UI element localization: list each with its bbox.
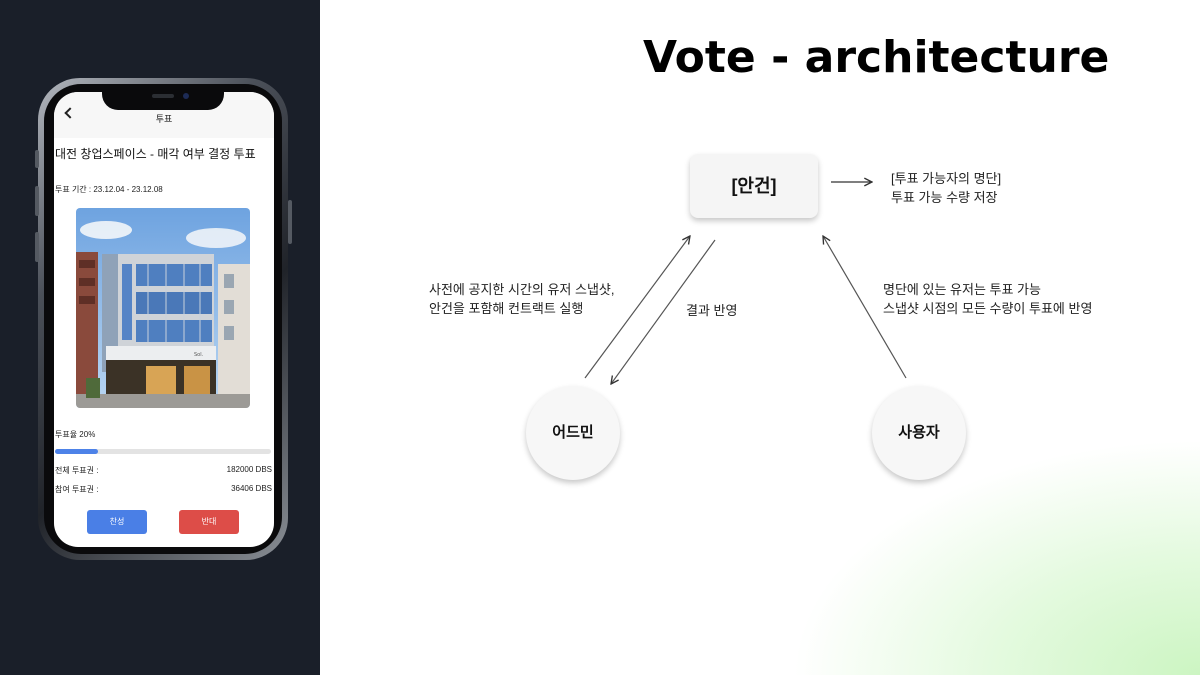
- admin-note: 사전에 공지한 시간의 유저 스냅샷, 안건을 포함해 컨트랙트 실행: [429, 280, 615, 318]
- admin-note-line-1: 사전에 공지한 시간의 유저 스냅샷,: [429, 282, 615, 297]
- header-title: 투표: [155, 115, 173, 125]
- admin-node: 어드민: [526, 386, 620, 480]
- admin-note-line-2: 안건을 포함해 컨트랙트 실행: [429, 301, 584, 316]
- participated-votes-value: 36406 DBS: [231, 484, 272, 493]
- building-illustration: Sol.: [76, 208, 250, 408]
- phone-camera: [183, 93, 189, 99]
- agenda-note-line-2: 투표 가능 수량 저장: [891, 190, 998, 205]
- approve-button[interactable]: 찬성: [87, 510, 147, 534]
- user-to-agenda-arrow: [823, 236, 907, 379]
- reject-button[interactable]: 반대: [179, 510, 239, 534]
- participated-votes-label: 참여 투표권 :: [55, 485, 99, 494]
- vote-rate-label: 투표율 20%: [55, 430, 96, 439]
- mute-switch: [35, 150, 39, 168]
- building-photo: Sol.: [76, 208, 250, 408]
- agenda-note-line-1: [투표 가능자의 명단]: [891, 171, 1002, 186]
- building-sign: Sol.: [194, 352, 204, 358]
- power-button: [288, 200, 292, 244]
- total-votes-label: 전체 투표권 :: [55, 466, 99, 475]
- phone-speaker: [152, 94, 174, 98]
- vote-progress-fill: [55, 449, 99, 454]
- volume-down-button: [35, 232, 39, 262]
- slide-title: Vote - architecture: [643, 32, 1110, 83]
- user-note-line-2: 스냅샷 시점의 모든 수량이 투표에 반영: [883, 301, 1093, 316]
- agenda-to-admin-arrow: [611, 239, 716, 384]
- user-note-line-1: 명단에 있는 유저는 투표 가능: [883, 282, 1041, 297]
- total-votes-value: 182000 DBS: [226, 465, 272, 474]
- agenda-node: [안건]: [690, 154, 818, 218]
- slide-background: [320, 0, 1200, 675]
- result-note: 결과 반영: [686, 303, 738, 318]
- vote-progress-bar: [55, 449, 271, 454]
- user-node: 사용자: [872, 386, 966, 480]
- user-note: 명단에 있는 유저는 투표 가능 스냅샷 시점의 모든 수량이 투표에 반영: [883, 280, 1092, 318]
- volume-up-button: [35, 186, 39, 216]
- vote-title: 대전 창업스페이스 - 매각 여부 결정 투표: [55, 147, 256, 161]
- admin-to-agenda-arrow: [584, 236, 690, 379]
- agenda-note: [투표 가능자의 명단] 투표 가능 수량 저장: [891, 169, 1001, 207]
- vote-period: 투표 기간 : 23.12.04 - 23.12.08: [55, 185, 163, 194]
